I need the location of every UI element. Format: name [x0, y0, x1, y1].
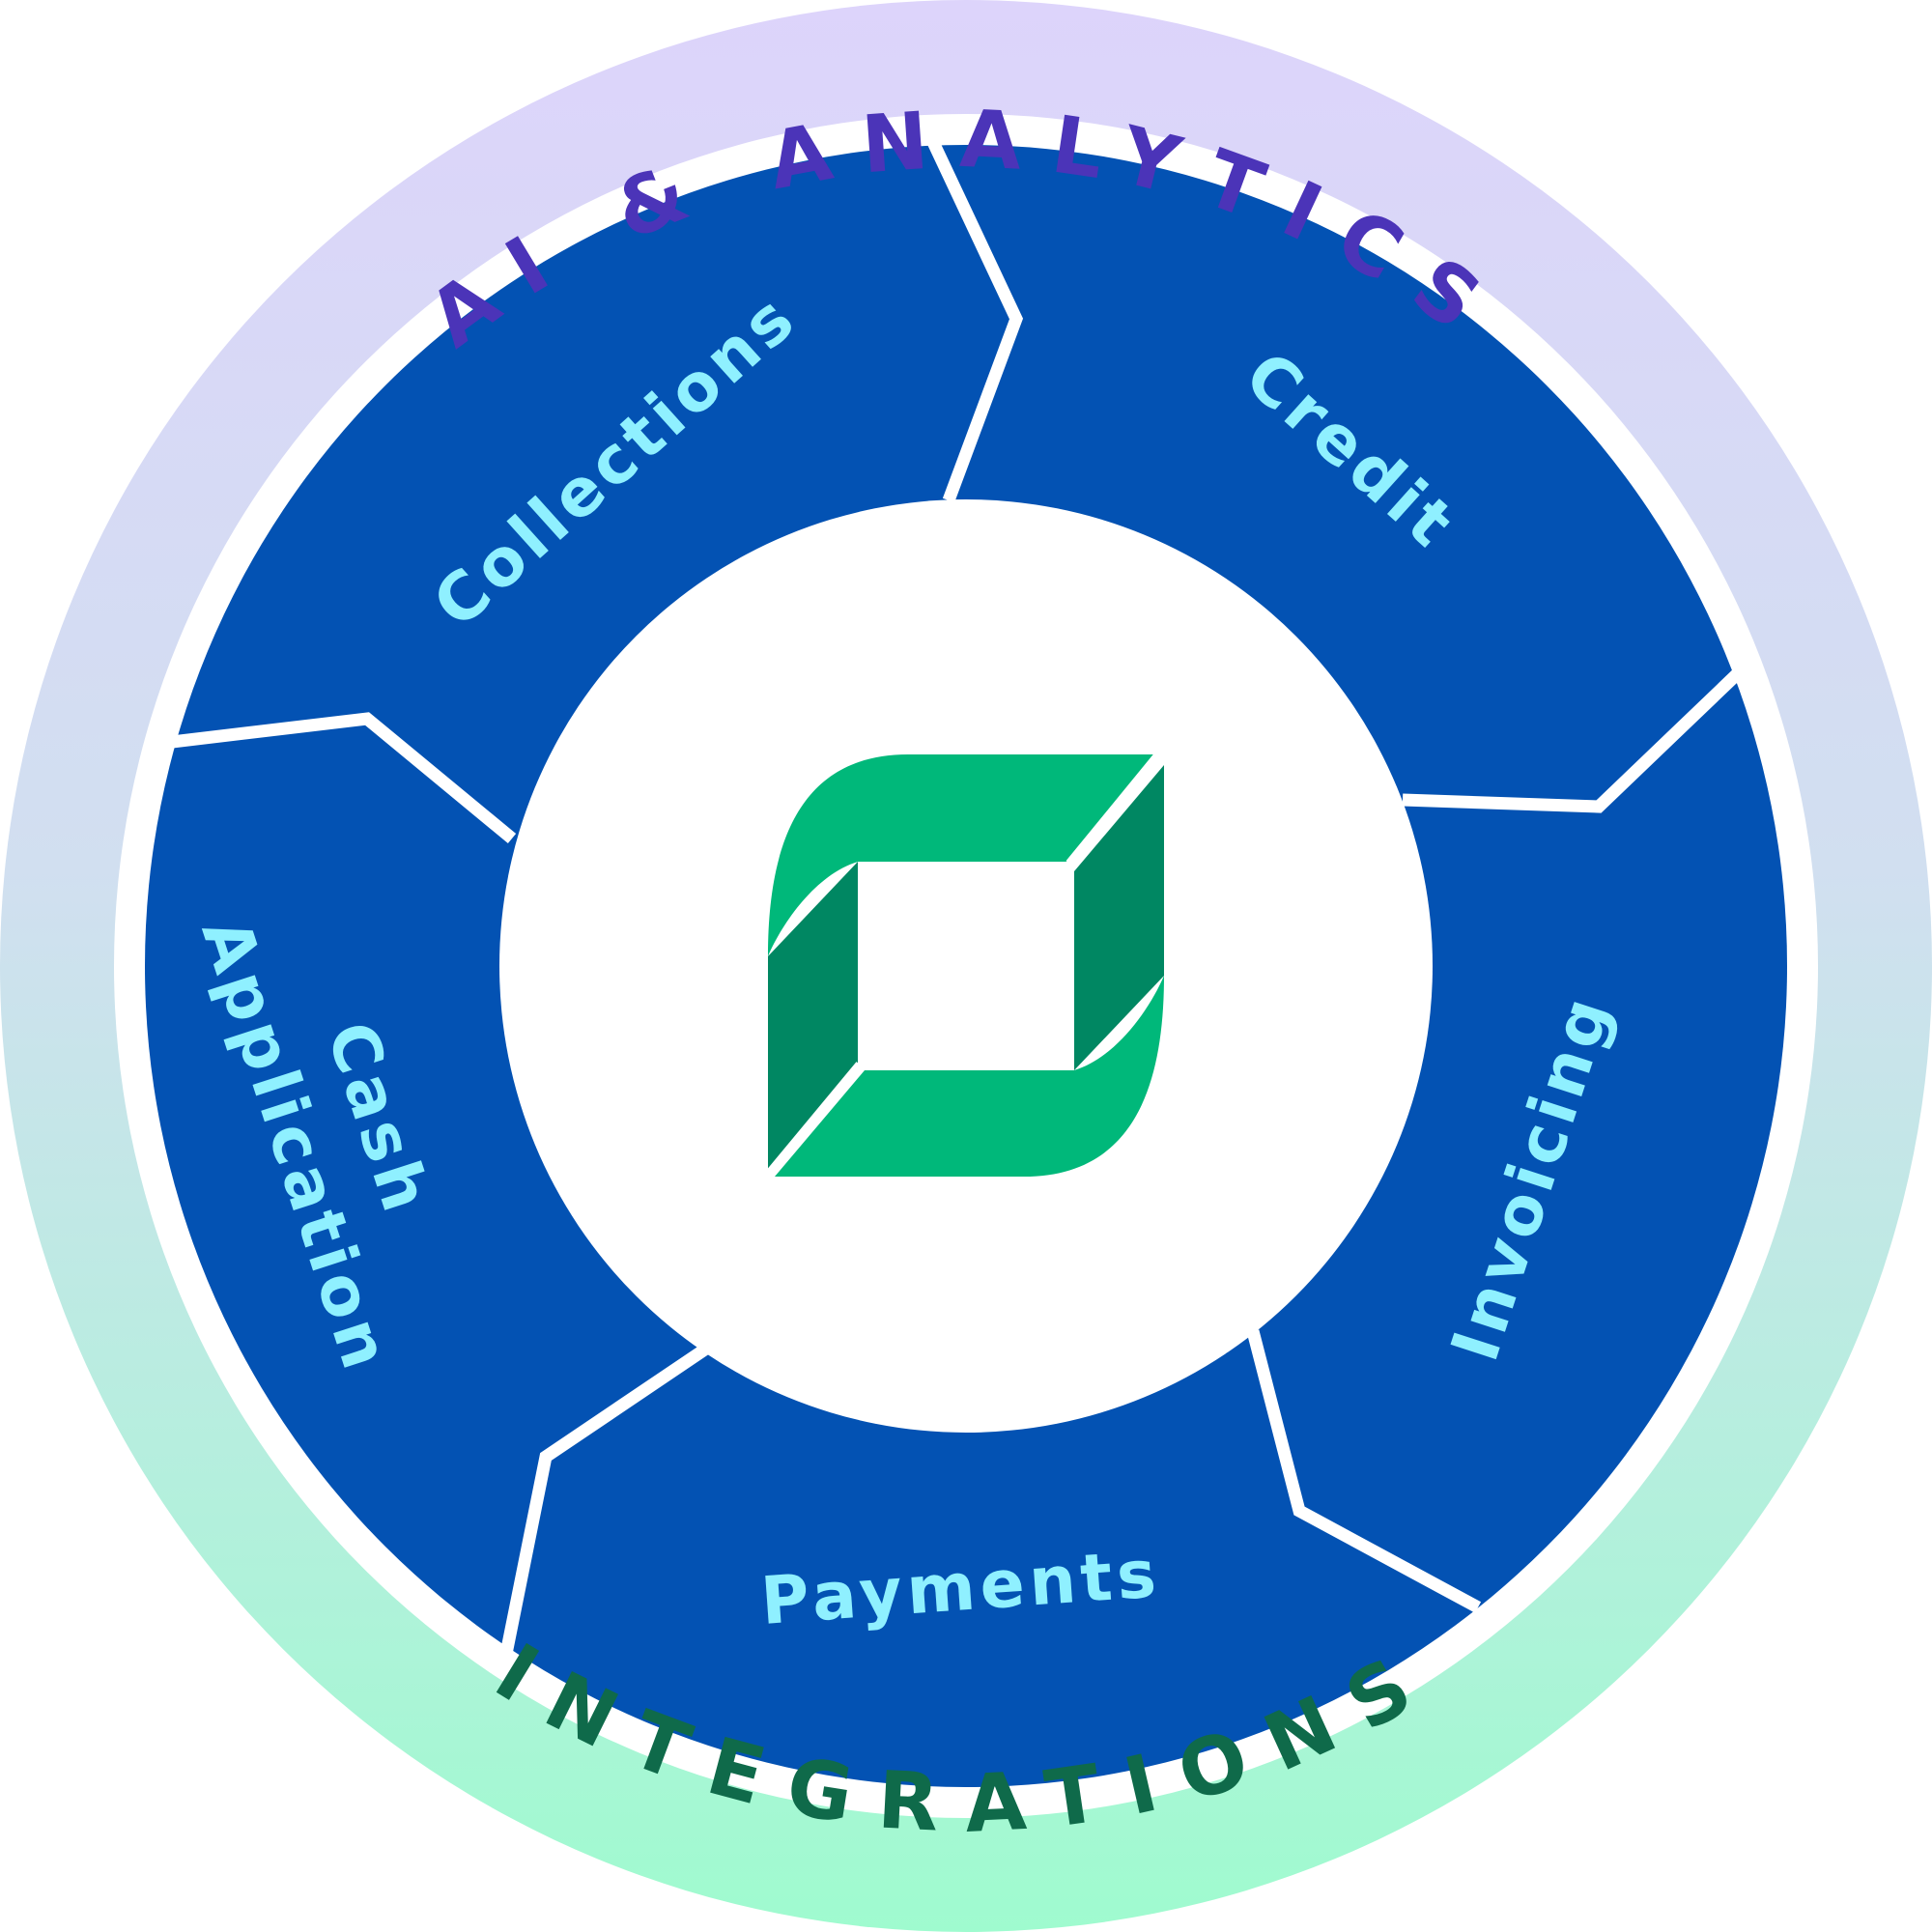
logo-separator-bottom [766, 1062, 864, 1176]
divider-payments-cash [499, 1343, 710, 1656]
logo-separator-top [1065, 749, 1165, 867]
divider-collections-credit [926, 137, 1024, 503]
logo-bottom-light-face [775, 976, 1164, 1177]
center-hub [499, 499, 1433, 1433]
logo-left-dark-face [768, 862, 858, 1169]
divider-invoicing-payments [1246, 1329, 1482, 1613]
divider-credit-invoicing [1402, 669, 1742, 813]
segment-dividers [171, 137, 1742, 1656]
logo-top-light-face [768, 754, 1157, 956]
divider-cash-collections [171, 712, 517, 844]
logo-right-dark-face [1074, 765, 1164, 1070]
green-square-logo-icon [766, 749, 1165, 1177]
